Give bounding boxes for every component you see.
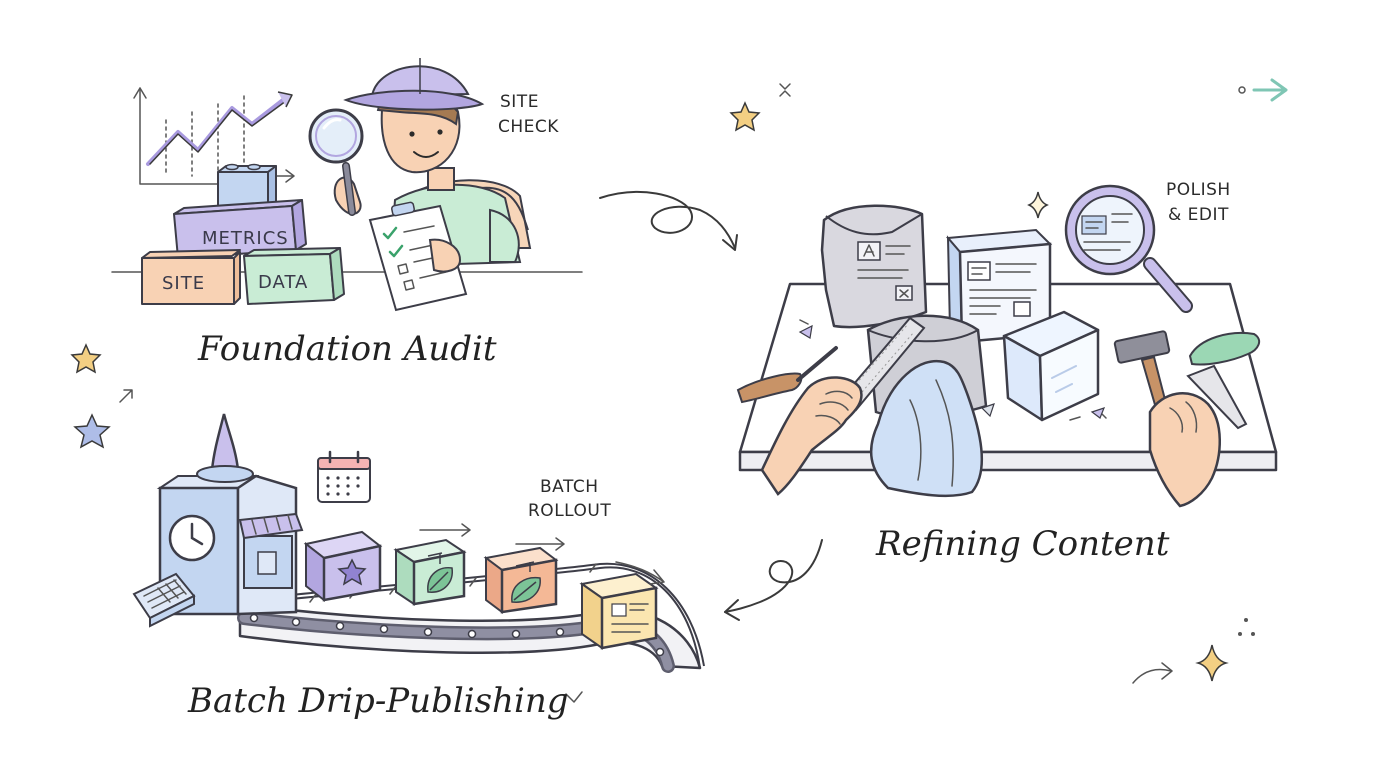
small-arrow-icon — [1132, 662, 1173, 684]
star-icon — [70, 343, 102, 374]
right-hand — [1148, 392, 1221, 508]
chisel-tool-icon — [736, 346, 838, 404]
note-polish-edit: POLISH & EDIT — [1166, 180, 1237, 225]
box-leaf-green — [393, 538, 467, 606]
star-icon — [729, 101, 761, 132]
block-metrics: METRICS — [173, 199, 307, 259]
dot-icon — [1244, 618, 1248, 622]
calendar-icon — [317, 450, 371, 503]
arrowhead-icon — [724, 599, 740, 621]
scraper-tool-icon — [1186, 332, 1261, 430]
box-star — [303, 530, 383, 603]
note-batch-rollout-line-2: ROLLOUT — [528, 501, 611, 521]
note-polish-edit-line-2: & EDIT — [1168, 205, 1229, 225]
flow-arrow-2 — [724, 539, 823, 613]
note-site-check-line-2: CHECK — [498, 117, 559, 137]
sparkle-icon — [779, 83, 791, 97]
note-site-check: SITE CHECK — [498, 92, 559, 137]
glass-cube — [1002, 310, 1100, 422]
block-label-data: DATA — [258, 272, 308, 293]
small-arrow-icon — [119, 389, 133, 403]
clock-icon — [168, 514, 216, 562]
stage-batch-drip-publishing: BATCH ROLLOUT Batch Drip-Publishing — [132, 413, 705, 721]
stage-refining-content: POLISH & EDIT Refining Content — [736, 180, 1278, 564]
star-icon — [73, 413, 111, 449]
box-document-yellow — [579, 572, 659, 650]
flow-arrow-1 — [599, 191, 736, 249]
sparkle-icon — [1195, 644, 1229, 682]
arrow-right-icon — [1252, 78, 1288, 102]
left-hand — [760, 376, 863, 496]
stage-title-foundation-audit: Foundation Audit — [197, 329, 497, 369]
note-batch-rollout: BATCH ROLLOUT — [528, 477, 611, 521]
note-polish-edit-line-1: POLISH — [1166, 180, 1231, 200]
block-label-site: SITE — [162, 273, 205, 294]
rough-stone-block — [820, 204, 928, 329]
checklist-clipboard-icon — [368, 201, 468, 312]
leaf-icon — [511, 576, 541, 603]
box-leaf-orange — [483, 546, 559, 614]
leaf-icon — [427, 566, 453, 593]
keypad-icon — [132, 572, 196, 628]
magnifying-glass-icon — [1064, 184, 1193, 313]
stage-title-batch-drip-publishing: Batch Drip-Publishing — [187, 681, 568, 721]
block-data: DATA — [243, 247, 345, 305]
flow-arrows — [599, 191, 823, 621]
publishing-machine — [132, 413, 304, 628]
dot-icon — [1251, 632, 1255, 636]
dot-icon — [1238, 86, 1246, 94]
sparkle-icon — [1027, 191, 1049, 219]
arrowhead-icon — [722, 234, 738, 251]
dot-icon — [1238, 632, 1242, 636]
stage-foundation-audit: METRICS SITE DATA — [111, 58, 583, 369]
stage-title-refining-content: Refining Content — [875, 524, 1170, 564]
storefront-icon — [238, 512, 304, 589]
note-batch-rollout-line-1: BATCH — [540, 477, 599, 497]
note-site-check-line-1: SITE — [500, 92, 539, 112]
star-icon — [337, 558, 367, 586]
block-site: SITE — [141, 249, 241, 305]
polishing-cloth — [870, 359, 984, 498]
block-label-metrics: METRICS — [202, 228, 289, 249]
magnifying-glass-icon — [308, 108, 364, 216]
motion-arrows — [419, 523, 665, 585]
